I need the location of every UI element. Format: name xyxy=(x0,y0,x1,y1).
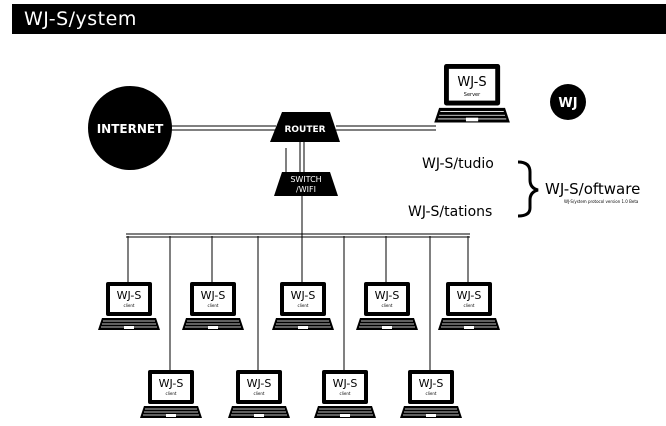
client-role: client xyxy=(340,391,351,396)
client-name: WJ-S xyxy=(375,289,400,302)
client-name: WJ-S xyxy=(201,289,226,302)
switch-label-line2: /WIFI xyxy=(296,185,316,194)
server-role: Server xyxy=(464,92,481,98)
internet-node: INTERNET xyxy=(88,86,172,170)
client-labels: WJ-S client WJ-S client WJ-S client WJ-S… xyxy=(117,289,482,396)
internet-label: INTERNET xyxy=(97,122,164,136)
client-role: client xyxy=(166,391,177,396)
client-role: client xyxy=(254,391,265,396)
page-title: WJ-S/ystem xyxy=(24,8,137,30)
stations-label: WJ-S/tations xyxy=(408,204,492,220)
studio-label: WJ-S/tudio xyxy=(422,156,494,172)
router-node: ROUTER xyxy=(270,112,340,142)
title-bar: WJ-S/ystem xyxy=(12,4,666,34)
cables xyxy=(126,125,470,370)
logo-text: WJ xyxy=(558,96,577,111)
client-name: WJ-S xyxy=(291,289,316,302)
client-role: client xyxy=(124,303,135,308)
switch-label-line1: SWITCH xyxy=(290,175,321,184)
client-role: client xyxy=(208,303,219,308)
software-label: WJ-S/oftware xyxy=(545,180,640,198)
software-sub: WJ-S/ystem protocol version 1.0 Beta xyxy=(564,199,639,204)
client-name: WJ-S xyxy=(117,289,142,302)
switch-node: SWITCH /WIFI xyxy=(274,172,338,196)
client-role: client xyxy=(426,391,437,396)
client-role: client xyxy=(464,303,475,308)
client-name: WJ-S xyxy=(419,377,444,390)
client-name: WJ-S xyxy=(159,377,184,390)
wj-logo-icon: WJ xyxy=(550,84,586,120)
curly-brace xyxy=(517,160,539,218)
client-name: WJ-S xyxy=(333,377,358,390)
client-role: client xyxy=(298,303,309,308)
server-name: WJ-S xyxy=(457,75,486,90)
client-role: client xyxy=(382,303,393,308)
client-name: WJ-S xyxy=(457,289,482,302)
router-label: ROUTER xyxy=(284,125,325,135)
client-name: WJ-S xyxy=(247,377,272,390)
